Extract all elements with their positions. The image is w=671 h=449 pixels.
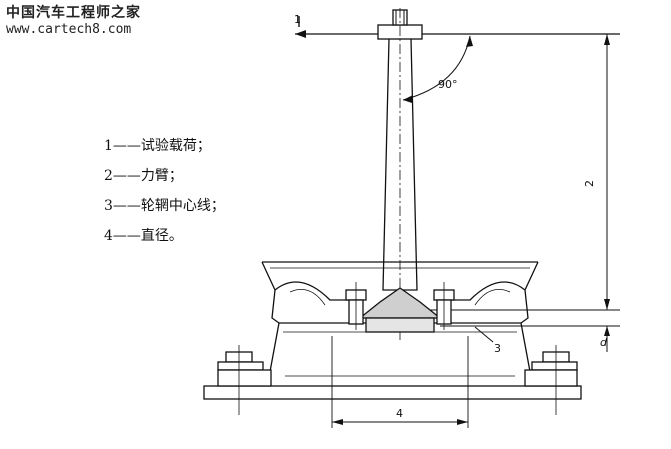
centerline-leader: 3 xyxy=(474,326,501,355)
centerline-label: 3 xyxy=(494,342,501,355)
clamp-right xyxy=(524,345,578,415)
offset-dimension: d xyxy=(430,309,620,352)
legend-item-1: 1——试验载荷； xyxy=(104,138,211,154)
angle-label: 90° xyxy=(438,78,458,91)
load-arrow xyxy=(295,16,620,38)
load-label: 1 xyxy=(294,13,301,26)
offset-label: d xyxy=(600,336,608,349)
watermark: 中国汽车工程师之家 www.cartech8.com xyxy=(6,4,141,38)
legend-item-4: 4——直径。 xyxy=(104,228,183,244)
hub xyxy=(358,287,442,333)
arm-length-dimension: 2 xyxy=(583,34,610,310)
hub-bolts xyxy=(345,282,455,330)
diameter-dimension: 4 xyxy=(331,336,469,428)
arm-length-label: 2 xyxy=(583,180,596,187)
legend-item-3: 3——轮辋中心线； xyxy=(104,198,225,214)
base-plate xyxy=(203,385,582,400)
diameter-label: 4 xyxy=(396,407,403,420)
clamp-left xyxy=(217,345,272,415)
legend-item-2: 2——力臂； xyxy=(104,168,183,184)
watermark-url: www.cartech8.com xyxy=(6,22,132,37)
watermark-site-name: 中国汽车工程师之家 xyxy=(6,5,141,21)
angle-marker: 90° xyxy=(402,35,473,103)
legend: 1——试验载荷； 2——力臂； 3——轮辋中心线； 4——直径。 xyxy=(104,131,225,251)
